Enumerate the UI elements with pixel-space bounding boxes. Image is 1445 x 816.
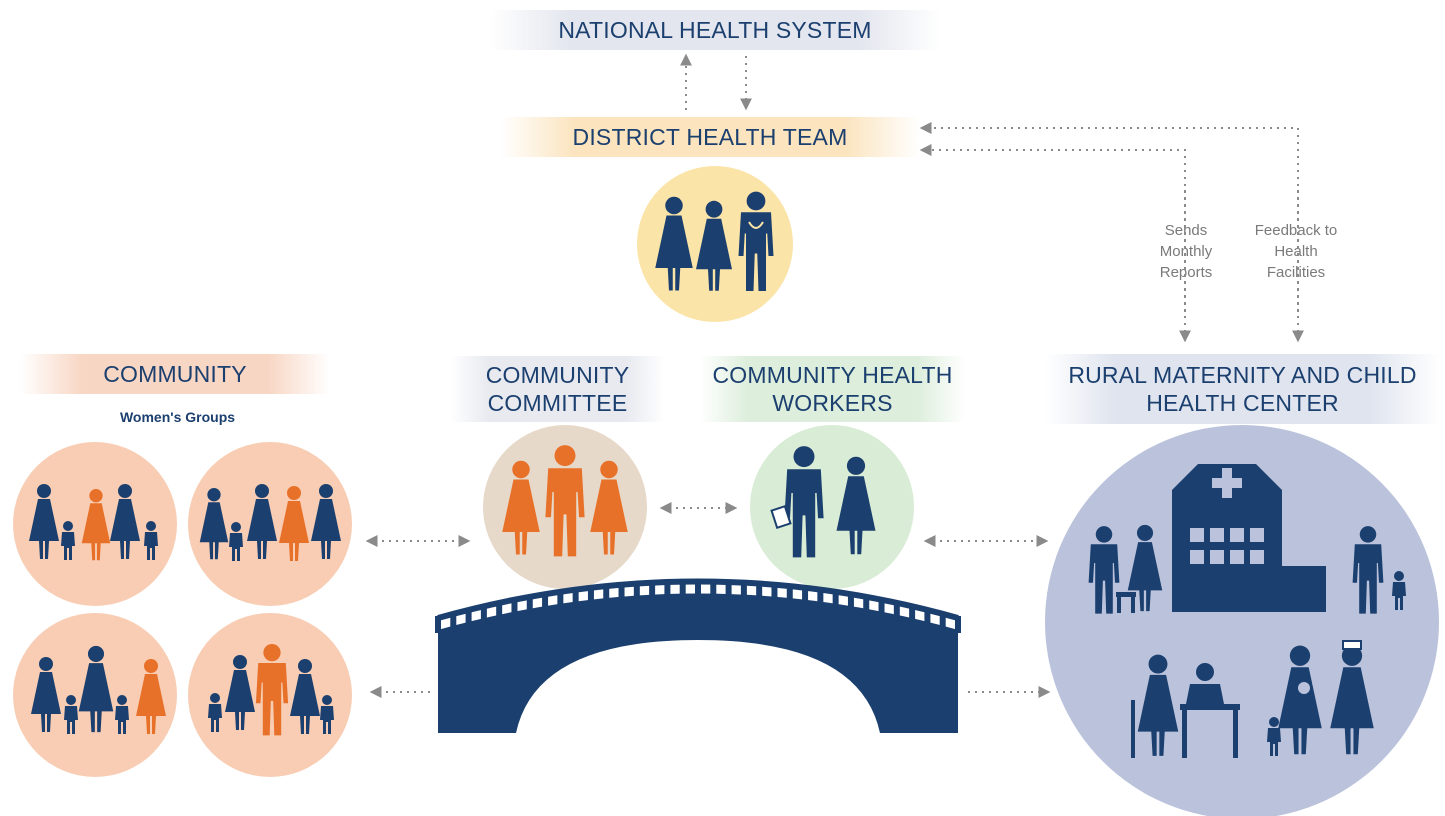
connector-arrows bbox=[365, 53, 1304, 698]
community-committee-label: COMMUNITY COMMITTEE bbox=[450, 356, 665, 422]
district-team-node bbox=[637, 166, 793, 322]
chw-node bbox=[750, 425, 914, 589]
rural-center-label: RURAL MATERNITY AND CHILD HEALTH CENTER bbox=[1045, 354, 1440, 424]
womens-groups-node bbox=[13, 442, 352, 777]
community-health-workers-label: COMMUNITY HEALTH WORKERS bbox=[700, 356, 965, 422]
health-worker-people-icon bbox=[770, 446, 876, 558]
womens-groups-label: Women's Groups bbox=[119, 409, 236, 425]
health-team-people-icon bbox=[655, 191, 774, 291]
health-center-scene-icon bbox=[1088, 464, 1406, 758]
national-health-system-label: NATIONAL HEALTH SYSTEM bbox=[490, 10, 940, 50]
community-committee-node bbox=[483, 425, 647, 589]
feedback-label: Feedback to Health Facilities bbox=[1254, 222, 1338, 281]
family-group-icon bbox=[13, 442, 352, 777]
district-health-team-label: DISTRICT HEALTH TEAM bbox=[500, 117, 920, 157]
bridge-icon bbox=[435, 578, 961, 733]
sends-reports-label: Sends Monthly Reports bbox=[1159, 222, 1213, 281]
community-label: COMMUNITY bbox=[20, 354, 330, 394]
chw-circle bbox=[750, 425, 914, 589]
rural-center-node bbox=[1045, 425, 1439, 816]
